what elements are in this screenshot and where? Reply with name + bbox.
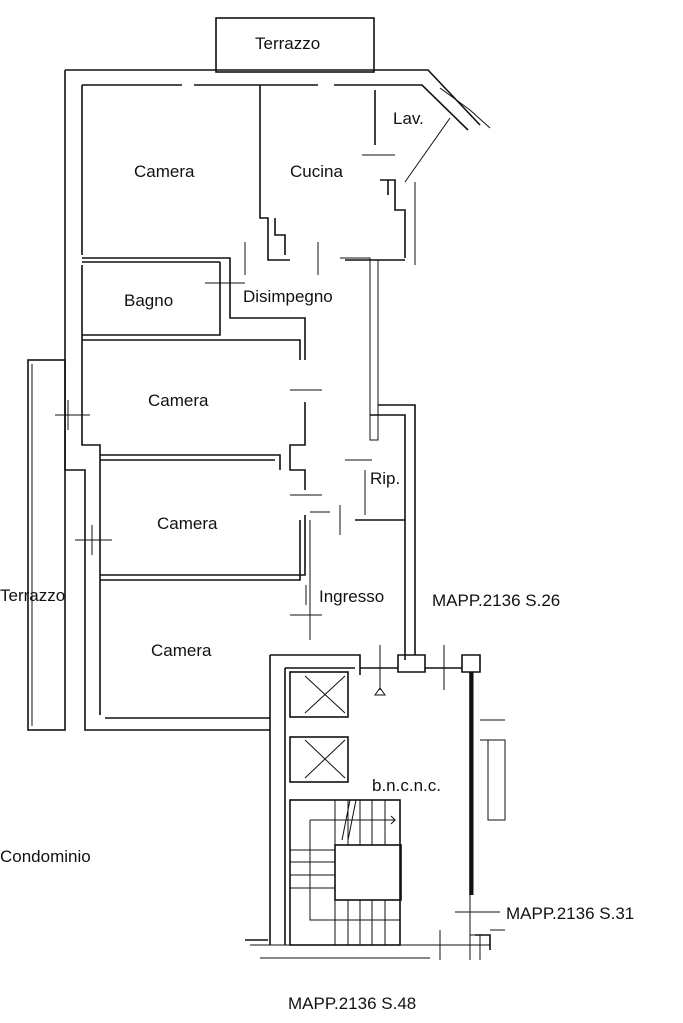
room-label-disimpegno: Disimpegno (243, 287, 333, 306)
room-label-camera-3: Camera (157, 514, 218, 533)
room-label-ripostiglio: Rip. (370, 469, 401, 488)
wall-ripostiglio (355, 404, 416, 660)
room-label-cucina: Cucina (290, 162, 343, 181)
outer-wall-top-inner (82, 84, 469, 131)
neighbor-label-south: MAPP.2136 S.48 (288, 994, 417, 1013)
wall-camera-2 (82, 339, 306, 490)
elevator-2 (289, 736, 349, 783)
neighbor-label-east: MAPP.2136 S.26 (432, 591, 561, 610)
elevator-1-cross-icon (304, 675, 346, 714)
neighbor-label-southeast: MAPP.2136 S.31 (506, 904, 635, 923)
room-label-ingresso: Ingresso (319, 587, 385, 606)
room-label-terrazzo-left: Terrazzo (0, 586, 66, 605)
neighbor-label-west: Condominio (0, 847, 91, 866)
stair-steps (290, 799, 400, 945)
room-label-camera-2: Camera (148, 391, 209, 410)
room-label-bagno: Bagno (124, 291, 174, 310)
stair-core-walls (269, 654, 361, 945)
stairwell (289, 799, 401, 946)
wall-bagno (82, 257, 306, 360)
room-label-bncnc: b.n.c.n.c. (372, 776, 441, 795)
wall-camera-cucina (259, 85, 290, 261)
terrace-top-outline (215, 17, 375, 73)
room-label-lavanderia: Lav. (393, 109, 424, 128)
elevator-2-cross-icon (304, 739, 346, 779)
lav-walls-diag (404, 87, 491, 183)
outer-wall-top (65, 69, 481, 126)
outer-wall-left (64, 70, 100, 731)
room-label-terrazzo-top: Terrazzo (255, 34, 321, 53)
stair-landing (334, 844, 402, 901)
room-label-camera-4: Camera (151, 641, 212, 660)
wall-camera-3 (100, 515, 306, 581)
terrace-left-outline (27, 359, 66, 731)
elevator-1 (289, 671, 349, 718)
outer-wall-bottom (100, 717, 270, 731)
room-label-camera-1: Camera (134, 162, 195, 181)
